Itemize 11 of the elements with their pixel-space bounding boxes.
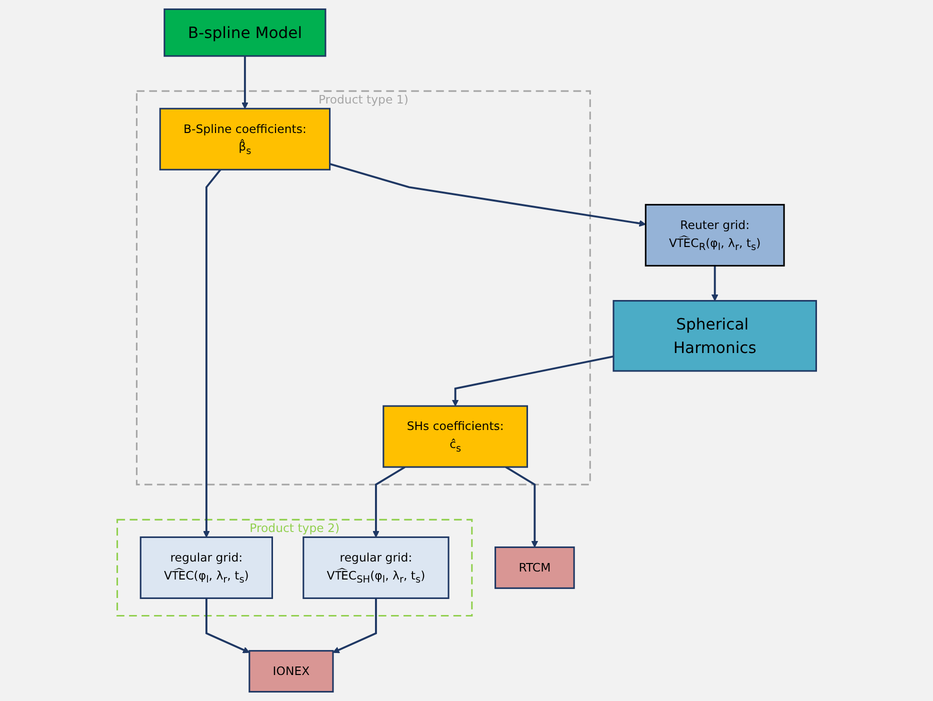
process-box: Spherical Harmonics [612,300,817,372]
process-box: Reuter grid: VT᷍EC$_{R}$(φ$_{l}$, λ$_{r}$, t$_{s}$) [644,204,785,266]
process-box: IONEX [248,650,334,693]
group-title: Product type 2) [249,521,340,536]
process-box: B-Spline coefficients: β̂$_{s}$ [159,108,330,170]
process-box: regular grid: VT᷍EC(φ$_{l}$, λ$_{r}$, t$_{s}$) [140,536,273,599]
group-title: Product type 1) [318,92,408,107]
process-box: SHs coefficients: ĉ$_{s}$ [382,405,528,468]
process-box: RTCM [494,546,575,589]
process-box: B-spline Model [163,8,326,57]
process-box: regular grid: VT᷍EC$_{SH}$(φ$_{l}$, λ$_{r}$, t$_{s}$) [302,536,450,599]
